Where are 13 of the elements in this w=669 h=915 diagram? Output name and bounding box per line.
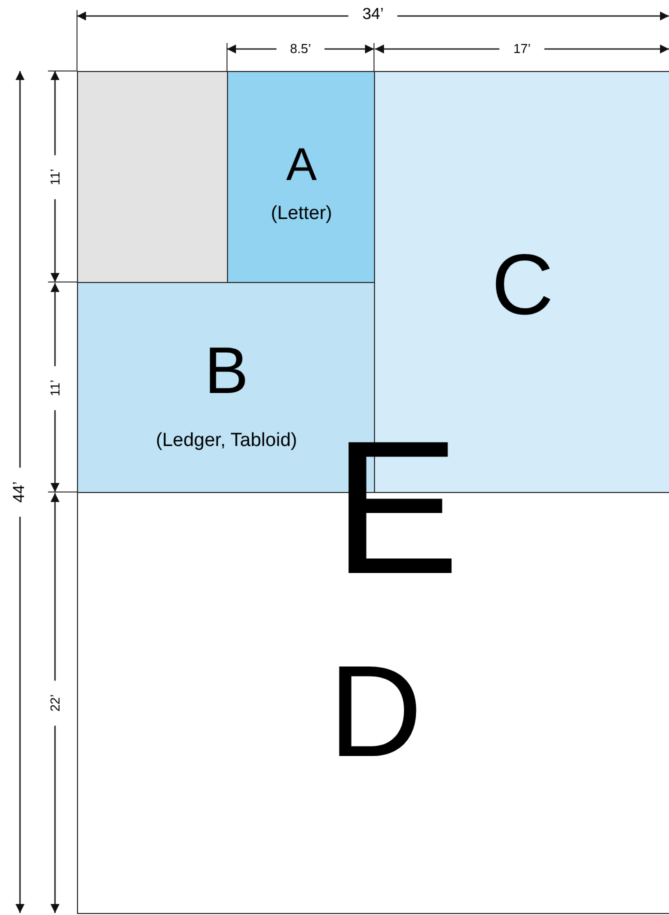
size-letter: D	[328, 646, 422, 776]
dimension-label: 8.5’	[276, 42, 325, 54]
dimension-label: 11’	[48, 154, 62, 199]
dimension-label: 17’	[499, 42, 545, 54]
size-letter: C	[491, 242, 554, 328]
sheet-area	[76, 70, 228, 282]
dimension-label: 22’	[48, 680, 62, 726]
size-letter: B	[204, 336, 249, 402]
size-letter: A	[286, 140, 317, 186]
sheet-area	[226, 70, 374, 282]
size-name: (Ledger, Tabloid)	[156, 430, 298, 450]
dimension-label: 11’	[48, 365, 62, 410]
size-name: (Letter)	[270, 204, 332, 222]
